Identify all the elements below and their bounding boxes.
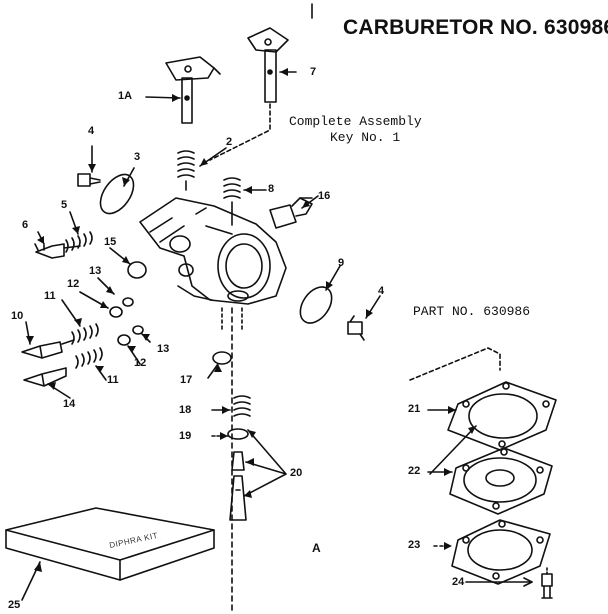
callout-19: 19 — [179, 430, 192, 442]
kit-label: DIPHRA KIT — [109, 531, 159, 550]
fitting-16 — [269, 197, 313, 229]
choke-plate-9 — [299, 286, 333, 324]
ring-19 — [227, 428, 249, 440]
part-number-label: PART NO. 630986 — [413, 304, 531, 319]
callout-25: 25 — [8, 599, 21, 611]
callout-11b: 11 — [107, 374, 119, 386]
callout-13a: 13 — [89, 265, 102, 277]
spring-11-upper — [71, 323, 99, 345]
callout-14: 14 — [63, 398, 76, 410]
corner-mark: A — [312, 541, 321, 555]
assembly-note-line1: Complete Assembly — [289, 114, 422, 129]
callout-9: 9 — [338, 257, 345, 269]
callout-22: 22 — [408, 465, 421, 477]
choke-shaft-7 — [247, 27, 289, 103]
diaphragm-22 — [449, 447, 553, 515]
callout-12a: 12 — [67, 278, 80, 290]
callout-20: 20 — [290, 467, 303, 479]
filter-pad-25 — [5, 507, 215, 581]
diagram-title: CARBURETOR NO. 630986 — [343, 16, 608, 39]
screw-4-right — [347, 315, 365, 341]
plug-17 — [212, 351, 232, 365]
needle-10 — [21, 339, 75, 359]
callout-12b: 12 — [134, 357, 147, 369]
callout-5: 5 — [61, 199, 68, 211]
assembly-note-line2: Key No. 1 — [330, 130, 401, 145]
spring-5 — [65, 231, 93, 253]
throttle-shaft-1a — [165, 56, 221, 124]
callout-24: 24 — [452, 576, 465, 588]
callout-8: 8 — [268, 183, 275, 195]
screw-4-left — [77, 173, 101, 187]
callout-10: 10 — [11, 310, 24, 322]
gasket-21 — [447, 381, 557, 451]
callout-16: 16 — [318, 190, 331, 202]
screw-24 — [541, 573, 553, 599]
callout-18: 18 — [179, 404, 192, 416]
callout-2: 2 — [226, 136, 233, 148]
callout-4a: 4 — [88, 125, 95, 137]
callout-7: 7 — [310, 66, 317, 78]
washer-13-lower — [132, 325, 144, 335]
carburetor-body — [139, 197, 287, 305]
washer-12-lower — [117, 334, 131, 346]
needle-14 — [23, 367, 67, 387]
spring-8 — [223, 177, 241, 226]
spring-2 — [177, 150, 195, 191]
callout-15: 15 — [104, 236, 117, 248]
washer-13-upper — [122, 297, 134, 307]
needle-6 — [35, 243, 81, 259]
inlet-needle-20 — [229, 451, 247, 521]
spring-18 — [233, 395, 251, 417]
callout-17: 17 — [180, 374, 193, 386]
callout-13b: 13 — [157, 343, 170, 355]
callout-11a: 11 — [44, 290, 56, 302]
callout-1a: 1A — [118, 90, 133, 102]
callout-6: 6 — [22, 219, 29, 231]
washer-12-upper — [109, 306, 123, 318]
plug-15 — [127, 261, 147, 279]
spring-11-lower — [75, 347, 103, 369]
gasket-23 — [451, 519, 551, 585]
throttle-plate-3 — [99, 173, 135, 215]
callout-4b: 4 — [378, 285, 385, 297]
callout-21: 21 — [408, 403, 421, 415]
callout-23: 23 — [408, 539, 421, 551]
callout-3: 3 — [134, 151, 141, 163]
